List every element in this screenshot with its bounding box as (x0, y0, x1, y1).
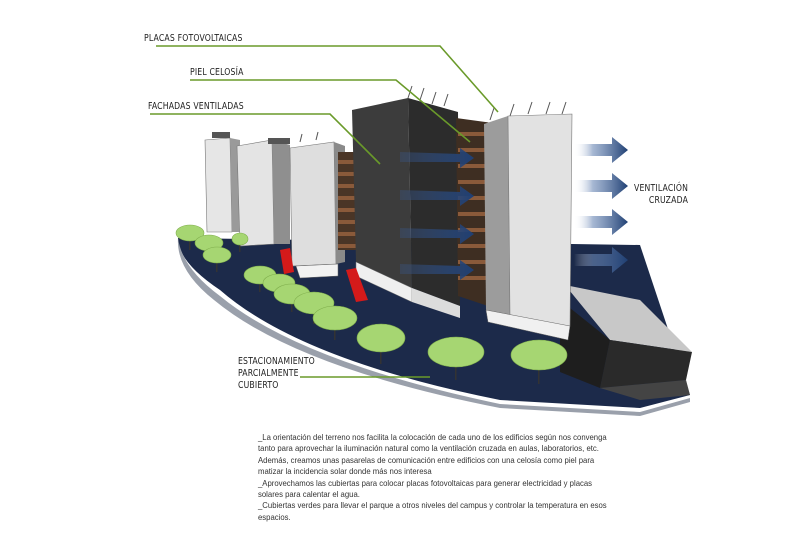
label-ventilacion-line1: VENTILACIÓN (634, 183, 689, 194)
tree (510, 339, 568, 384)
label-placas-fotovoltaicas: PLACAS FOTOVOLTAICAS (144, 33, 243, 44)
label-estacionamiento-line3: CUBIERTO (238, 380, 279, 391)
tree (202, 246, 232, 272)
tree (175, 224, 205, 250)
parking-cover-volume (560, 285, 692, 400)
note-orientation: _La orientación del terreno nos facilita… (258, 432, 607, 477)
leader-placas (156, 45, 499, 113)
leader-lines (150, 45, 499, 378)
green-trees (175, 224, 568, 384)
tree (312, 305, 358, 340)
note-rooftops: _Aprovechamos las cubiertas para colocar… (258, 477, 593, 500)
label-estacionamiento-line2: PARCIALMENTE (238, 368, 299, 379)
building-right-light (484, 113, 573, 341)
parking-red-elements (280, 248, 368, 302)
label-ventilacion-line2: CRUZADA (648, 195, 689, 206)
ventilation-arrows-through (400, 148, 474, 280)
building-central-dark (352, 98, 460, 318)
tree (231, 232, 249, 252)
label-estacionamiento: ESTACIONAMIENTO PARCIALMENTE CUBIERTO (238, 356, 315, 392)
building-left-2 (236, 138, 290, 247)
label-estacionamiento-line1: ESTACIONAMIENTO (238, 356, 315, 367)
description-notes: _La orientación del terreno nos facilita… (258, 432, 618, 523)
leader-fachadas (150, 113, 381, 165)
label-fachadas-ventiladas: FACHADAS VENTILADAS (148, 101, 244, 112)
leader-piel (190, 79, 471, 143)
label-ventilacion-cruzada: VENTILACIÓN CRUZADA (634, 183, 688, 207)
label-piel-celosia: PIEL CELOSÍA (190, 67, 244, 78)
tree (356, 323, 406, 364)
tree (427, 336, 485, 380)
building-left-3 (289, 141, 345, 279)
ventilation-arrows-out (574, 137, 628, 273)
note-green-roofs: _Cubiertas verdes para llevar el parque … (258, 500, 607, 522)
building-left-1 (204, 132, 240, 233)
